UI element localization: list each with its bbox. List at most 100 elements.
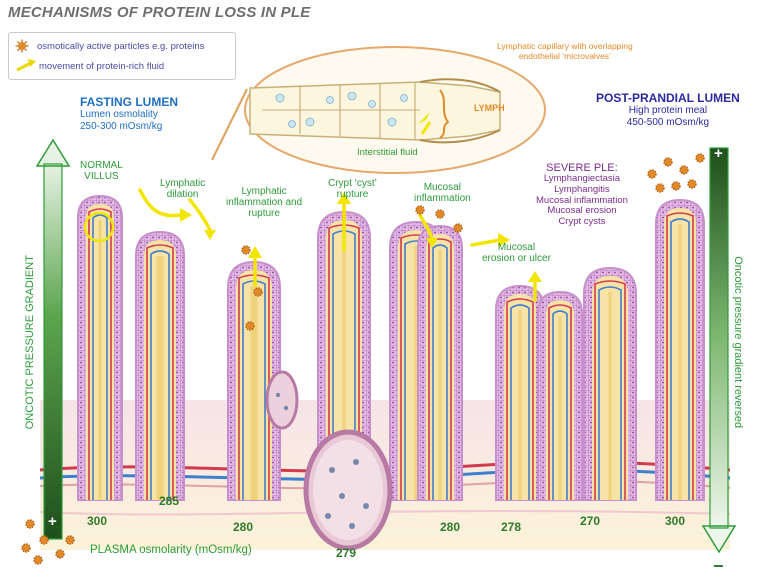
protein-particle xyxy=(663,157,673,167)
legend-item-fluid: movement of protein-rich fluid xyxy=(15,57,164,75)
villi-group xyxy=(77,194,705,501)
severe-ple-item: Lymphangiectasia xyxy=(543,173,621,185)
protein-particle xyxy=(241,245,251,255)
plasma-osmolarity-label: PLASMA osmolarity (mOsm/kg) xyxy=(90,544,252,556)
crypt-cyst-label-line1: Crypt ‘cyst’ xyxy=(328,178,377,189)
plasma-value: 285 xyxy=(159,494,180,508)
fluid-movement-arrows xyxy=(138,188,537,302)
right-minus-sign: − xyxy=(713,556,724,576)
small-crypt-cyst xyxy=(265,370,299,430)
villus-vessel xyxy=(92,214,108,500)
villus-vessel xyxy=(552,310,568,500)
lymphatic-dilation-label-line1: Lymphatic xyxy=(160,178,206,189)
legend-label-fluid: movement of protein-rich fluid xyxy=(39,60,165,72)
villus-vessel xyxy=(506,298,534,500)
protein-particle xyxy=(671,181,681,191)
protein-particle xyxy=(415,205,425,215)
plasma-value: 279 xyxy=(336,546,357,560)
protein-particle xyxy=(453,223,463,233)
oncotic-gradient-label: ONCOTIC PRESSURE GRADIENT xyxy=(23,255,36,430)
mucosal-erosion-label-line1: Mucosal xyxy=(497,242,536,253)
right-plus-sign: + xyxy=(714,145,723,162)
orange-particle-icon xyxy=(15,39,29,53)
villus-vessel xyxy=(146,244,174,500)
normal-villus-marker xyxy=(83,211,115,243)
normal-villus-label: NORMAL VILLUS xyxy=(80,160,123,182)
fluid-arrow-heads xyxy=(180,192,542,282)
protein-particle xyxy=(25,519,35,529)
plasma-value: 300 xyxy=(665,514,686,528)
fasting-lumen-title: FASTING LUMEN xyxy=(80,95,178,109)
plasma-value: 280 xyxy=(233,520,254,534)
protein-particles xyxy=(21,153,705,565)
yellow-arrow-icon xyxy=(16,59,36,72)
villus-vessel xyxy=(598,286,622,500)
villus-vessel xyxy=(594,280,626,500)
capillary-label: Lymphatic capillary with overlapping end… xyxy=(497,41,633,61)
lymphatic-dilation-label-line2: dilation xyxy=(166,189,199,201)
villus-vessel xyxy=(510,304,530,500)
interstitial-fluid-label: Interstitial fluid xyxy=(357,147,418,158)
legend-label-particles: osmotically active particles e.g. protei… xyxy=(37,40,205,52)
severe-ple-block: SEVERE PLE: Lymphangiectasia Lymphangiti… xyxy=(536,162,628,227)
protein-particle xyxy=(245,321,255,331)
capillary-label-line1: Lymphatic capillary with overlapping xyxy=(497,41,633,51)
severe-ple-title: SEVERE PLE: xyxy=(546,162,618,174)
villus-vessel xyxy=(150,250,170,500)
oncotic-gradient-arrow-left xyxy=(35,138,71,540)
plasma-value: 270 xyxy=(580,514,601,528)
protein-particle xyxy=(687,179,697,189)
protein-particle xyxy=(253,287,263,297)
lymphatic-inflammation-label: Lymphatic inflammation and rupture xyxy=(226,186,302,220)
villus-vessel xyxy=(548,304,572,500)
severe-ple-item: Lymphangitis xyxy=(554,183,610,195)
protein-particle xyxy=(655,183,665,193)
protein-particle xyxy=(33,555,43,565)
oncotic-gradient-arrow-right xyxy=(701,147,737,554)
normal-villus-label-line2: VILLUS xyxy=(84,171,119,183)
mucosal-erosion-label: Mucosal erosion or ulcer xyxy=(482,242,551,264)
legend-item-particles: osmotically active particles e.g. protei… xyxy=(15,37,204,55)
postprandial-lumen-block: POST-PRANDIAL LUMEN High protein meal 45… xyxy=(596,91,740,128)
plasma-value: 280 xyxy=(440,520,461,534)
fasting-lumen-line2: 250-300 mOsm/kg xyxy=(80,120,163,132)
crypt-cyst xyxy=(303,429,393,551)
villus-vessel xyxy=(88,208,112,500)
mucosal-inflammation-label: Mucosal inflammation xyxy=(414,182,471,204)
plasma-value: 300 xyxy=(87,514,108,528)
page-title: MECHANISMS OF PROTEIN LOSS IN PLE xyxy=(8,4,311,21)
villus-vessel xyxy=(670,218,690,500)
postprandial-lumen-title: POST-PRANDIAL LUMEN xyxy=(596,91,740,105)
oncotic-gradient-reversed-label: Oncotic pressure gradient reversed xyxy=(732,256,745,429)
villus-vessel xyxy=(432,244,448,500)
protein-particle xyxy=(679,165,689,175)
mucosal-erosion-label-line2: erosion or ulcer xyxy=(482,253,551,265)
lymphatic-capillary-inset xyxy=(211,46,546,174)
fasting-lumen-line1: Lumen osmolality xyxy=(80,109,158,121)
lymph-label: LYMPH xyxy=(474,103,505,113)
protein-particle xyxy=(21,543,31,553)
crypt-cyst-label: Crypt ‘cyst’ rupture xyxy=(328,178,377,200)
protein-particle xyxy=(695,153,705,163)
fasting-lumen-block: FASTING LUMEN Lumen osmolality 250-300 m… xyxy=(80,95,178,132)
postprandial-lumen-line1: High protein meal xyxy=(628,105,708,117)
capillary-label-line2: endothelial ‘microvalves’ xyxy=(518,50,611,61)
normal-villus-label-line1: NORMAL xyxy=(80,160,123,171)
lymphatic-inflammation-label-line1: Lymphatic xyxy=(241,186,287,197)
plasma-value: 278 xyxy=(501,520,522,534)
left-plus-sign: + xyxy=(48,513,57,530)
protein-particle xyxy=(435,209,445,219)
protein-particle xyxy=(55,549,65,559)
severe-ple-item: Crypt cysts xyxy=(558,215,606,227)
postprandial-lumen-line2: 450-500 mOsm/kg xyxy=(626,116,710,128)
lymphatic-dilation-label: Lymphatic dilation xyxy=(160,178,205,200)
mucosal-inflammation-label-line1: Mucosal xyxy=(423,182,461,193)
villus-vessel xyxy=(666,212,694,500)
protein-particle xyxy=(647,169,657,179)
crypt-cyst-label-line2: rupture xyxy=(336,189,369,201)
mucosal-inflammation-label-line2: inflammation xyxy=(414,193,471,205)
lymphatic-inflammation-label-line2: inflammation and xyxy=(226,197,303,209)
severe-ple-item: Mucosal inflammation xyxy=(536,194,628,206)
protein-particle xyxy=(39,535,49,545)
